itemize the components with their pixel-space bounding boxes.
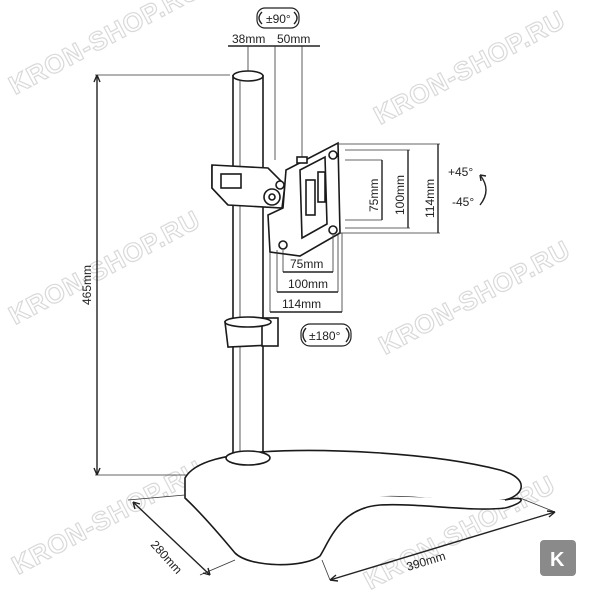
height-clamp [224, 316, 279, 348]
offset-left-label: 38mm [232, 32, 265, 46]
vesa-h2-label: 100mm [288, 277, 328, 291]
swivel-indicator: ±180° [300, 323, 352, 347]
vesa-vertical-dims: 75mm 100mm 114mm [338, 143, 440, 234]
base-depth-label: 280mm [148, 538, 185, 577]
swivel-label: ±180° [309, 329, 341, 343]
vesa-v1-label: 75mm [367, 179, 381, 212]
watermark: KRON-SHOP.RU [4, 204, 206, 330]
base [184, 449, 522, 566]
height-dimension: 465mm [80, 74, 230, 476]
offset-right-label: 50mm [277, 32, 310, 46]
watermark: KRON-SHOP.RU [369, 4, 571, 130]
rotate-up-label: +45° [448, 165, 473, 179]
vesa-v2-label: 100mm [393, 175, 407, 215]
rotation-indicator: +45° -45° [448, 165, 487, 209]
tilt-dimension: ±90° 38mm 50mm [228, 7, 320, 160]
vesa-plate [267, 141, 341, 257]
tilt-label: ±90° [266, 12, 291, 26]
badge-letter: K [550, 549, 565, 571]
k-logo: K [540, 540, 576, 576]
vesa-v3-label: 114mm [423, 179, 437, 218]
vesa-h1-label: 75mm [290, 257, 323, 271]
arm-joint [211, 164, 286, 209]
vesa-h3-label: 114mm [282, 297, 321, 311]
vesa-horizontal-dims: 75mm 100mm 114mm [269, 233, 343, 313]
rotate-down-label: -45° [452, 195, 474, 209]
height-label: 465mm [80, 265, 94, 305]
watermark: KRON-SHOP.RU [374, 234, 576, 360]
pole [232, 70, 264, 462]
watermark: KRON-SHOP.RU [4, 0, 206, 100]
